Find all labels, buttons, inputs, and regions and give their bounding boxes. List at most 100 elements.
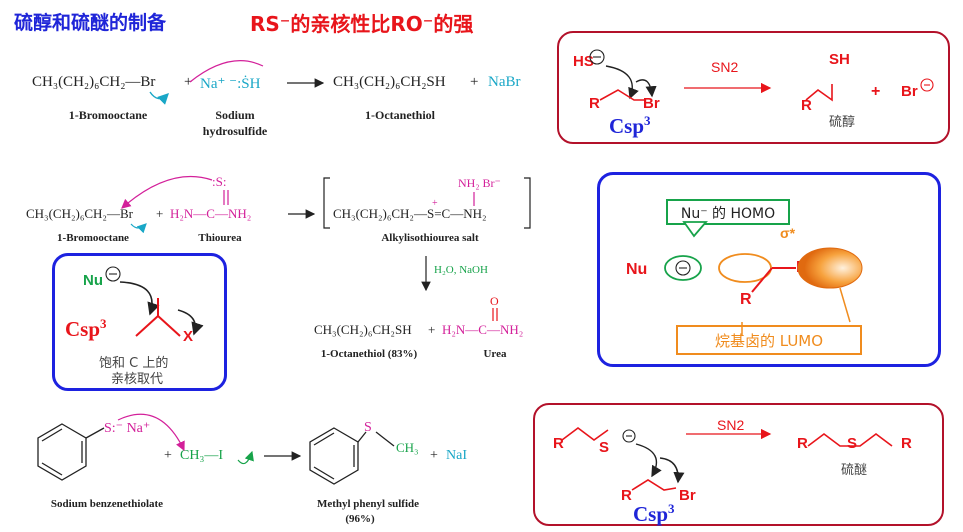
reaction2-bromooctane: CH₃(CH₂)₆CH₂—Br (26, 206, 133, 221)
csp3-sup: 3 (644, 113, 651, 128)
csp3-base: Csp (609, 114, 645, 138)
label-1-octanethiol: 1-Octanethiol (365, 108, 435, 122)
reaction1-byproduct: NaBr (488, 74, 521, 90)
ether-skeleton (807, 433, 893, 447)
ether-s: S (847, 435, 858, 452)
label-octanethiol-83: 1-Octanethiol (83%) (320, 348, 418, 360)
lumo-callout: 烷基卤的 LUMO (676, 325, 862, 355)
orbital-box: Nu⁻ 的 HOMO Nu σ* Br R 烷基卤的 LUMO (597, 172, 941, 367)
x-leaving-arrow (177, 309, 204, 336)
thiourea-formula: H₂N—C—NH₂ (170, 206, 252, 221)
reaction1-leaving-arrow (149, 91, 169, 105)
reaction3-byproduct: NaI (446, 448, 467, 463)
label-2-bromooctane: 1-Bromooctane (57, 232, 129, 244)
label-yield-96: (96%) (345, 513, 375, 525)
ether-leaving-arrow (659, 457, 685, 484)
ether-substrate-skeleton (631, 479, 677, 491)
caption-line-2: 亲核取代 (111, 372, 164, 387)
caption-line-1: 饱和 C 上的 (99, 356, 169, 371)
reaction1-attack-arrow (189, 60, 264, 83)
reaction1-reactant-bromooctane: CH₃(CH₂)₆CH₂—Br (32, 74, 155, 91)
leaving-group-x: X (183, 328, 194, 345)
bromide-charge-icon (920, 78, 934, 92)
isothiourea-s-charge: + (432, 198, 438, 209)
homo-charge-icon (675, 260, 691, 276)
ether-r1: R (797, 435, 808, 452)
final-plus: + (428, 322, 436, 337)
sn2-arrow-label: SN2 (711, 59, 739, 75)
thiol-skeleton (805, 84, 833, 102)
ether-attack-arrow (635, 443, 662, 478)
product-methyl: CH₃ (396, 440, 419, 455)
nu-charge-icon (105, 266, 121, 282)
nu-homo-lobe (664, 255, 702, 281)
substrate-br: Br (679, 487, 696, 504)
csp3-label-2: Csp3 (65, 316, 107, 342)
thiolate-charge-icon (622, 429, 636, 443)
label-sodium: Sodium (215, 108, 255, 122)
label-urea: Urea (483, 348, 507, 360)
orbital-r: R (740, 291, 752, 308)
urea-formula: H₂N—C—NH₂ (442, 322, 524, 337)
reaction1-product: CH₃(CH₂)₆CH₂SH (333, 74, 446, 90)
product-r: R (801, 97, 812, 114)
c-r-bond (751, 267, 773, 293)
csp3-label: Csp3 (609, 113, 651, 139)
product-sulfur: S (364, 420, 372, 435)
nu-attack-arrow (119, 281, 160, 316)
label-hydrosulfide: hydrosulfide (202, 124, 268, 138)
csp3-sup-2: 3 (100, 316, 107, 331)
sigma-star-label: σ* (780, 225, 796, 241)
reaction3-plus: + (164, 448, 172, 463)
product-plus: + (871, 83, 881, 100)
reaction3-plus-2: + (430, 448, 438, 463)
reaction2-attack-arrow (121, 175, 213, 209)
negative-charge-icon (589, 49, 605, 65)
sn2-ether-box: R S R Br Csp3 SN2 R S R 硫醚 (533, 403, 944, 526)
urea-oxygen: O (490, 294, 499, 308)
substitution-box: Nu Csp3 X 饱和 C 上的 亲核取代 (52, 253, 227, 391)
product-sh: SH (829, 51, 850, 68)
thiolate-r: R (553, 435, 564, 452)
substrate-r: R (621, 487, 632, 504)
csp3-label-3: Csp3 (633, 501, 675, 527)
label-1-bromooctane: 1-Bromooctane (68, 108, 148, 122)
product-name-ether: 硫醚 (841, 463, 868, 478)
salt-bracket-left (323, 177, 330, 229)
page-subtitle: RS⁻的亲核性比RO⁻的强 (250, 12, 474, 36)
label-sodium-benzenethiolate: Sodium benzenethiolate (50, 498, 164, 510)
thiolate-s: S (599, 439, 610, 456)
isothiourea-salt-formula: CH₃(CH₂)₆CH₂—S=C—NH₂ (333, 206, 487, 221)
reaction1-plus: + (184, 74, 193, 90)
page-title: 硫醇和硫醚的制备 (14, 12, 167, 34)
nu-nucleophile: Nu (83, 272, 103, 289)
product-name-thiol: 硫醇 (829, 115, 856, 130)
reaction3-attack-arrow (117, 413, 185, 452)
ether-r2: R (901, 435, 912, 452)
homo-callout: Nu⁻ 的 HOMO (666, 199, 790, 225)
benzene-ring-product (309, 427, 395, 485)
leaving-arrow (635, 79, 657, 98)
label-thiourea: Thiourea (198, 232, 242, 244)
reaction1-sodium-hydrosulfide: Na⁺ ⁻:ṠH (200, 76, 261, 92)
reaction1-plus-2: + (470, 74, 479, 90)
sp3-carbon-skeleton (135, 314, 181, 337)
isothiourea-salt-top: NH₂ Br⁻ (458, 176, 501, 190)
lumo-pointer-right (839, 287, 851, 323)
attack-arrow (605, 65, 639, 100)
hs-nucleophile: HS (573, 53, 594, 70)
label-methyl-phenyl-sulfide: Methyl phenyl sulfide (316, 498, 420, 510)
bromooctane-formula: CH₃(CH₂)₆CH₂—Br (32, 74, 156, 90)
r-group: R (589, 95, 600, 112)
sn2-arrow-label-2: SN2 (717, 417, 745, 433)
bromide-ion: Br (901, 83, 918, 100)
nu-label: Nu (626, 261, 648, 278)
label-alkylisothiourea-salt: Alkylisothiourea salt (381, 232, 479, 244)
hydrolysis-conditions: H₂O, NaOH (434, 264, 488, 276)
csp3-sup-3: 3 (668, 501, 675, 516)
csp3-base-3: Csp (633, 502, 669, 526)
thiolate-sulfur: S:⁻ Na⁺ (104, 421, 151, 436)
sigma-star-large-lobe (797, 247, 863, 289)
csp3-base-2: Csp (65, 317, 101, 341)
